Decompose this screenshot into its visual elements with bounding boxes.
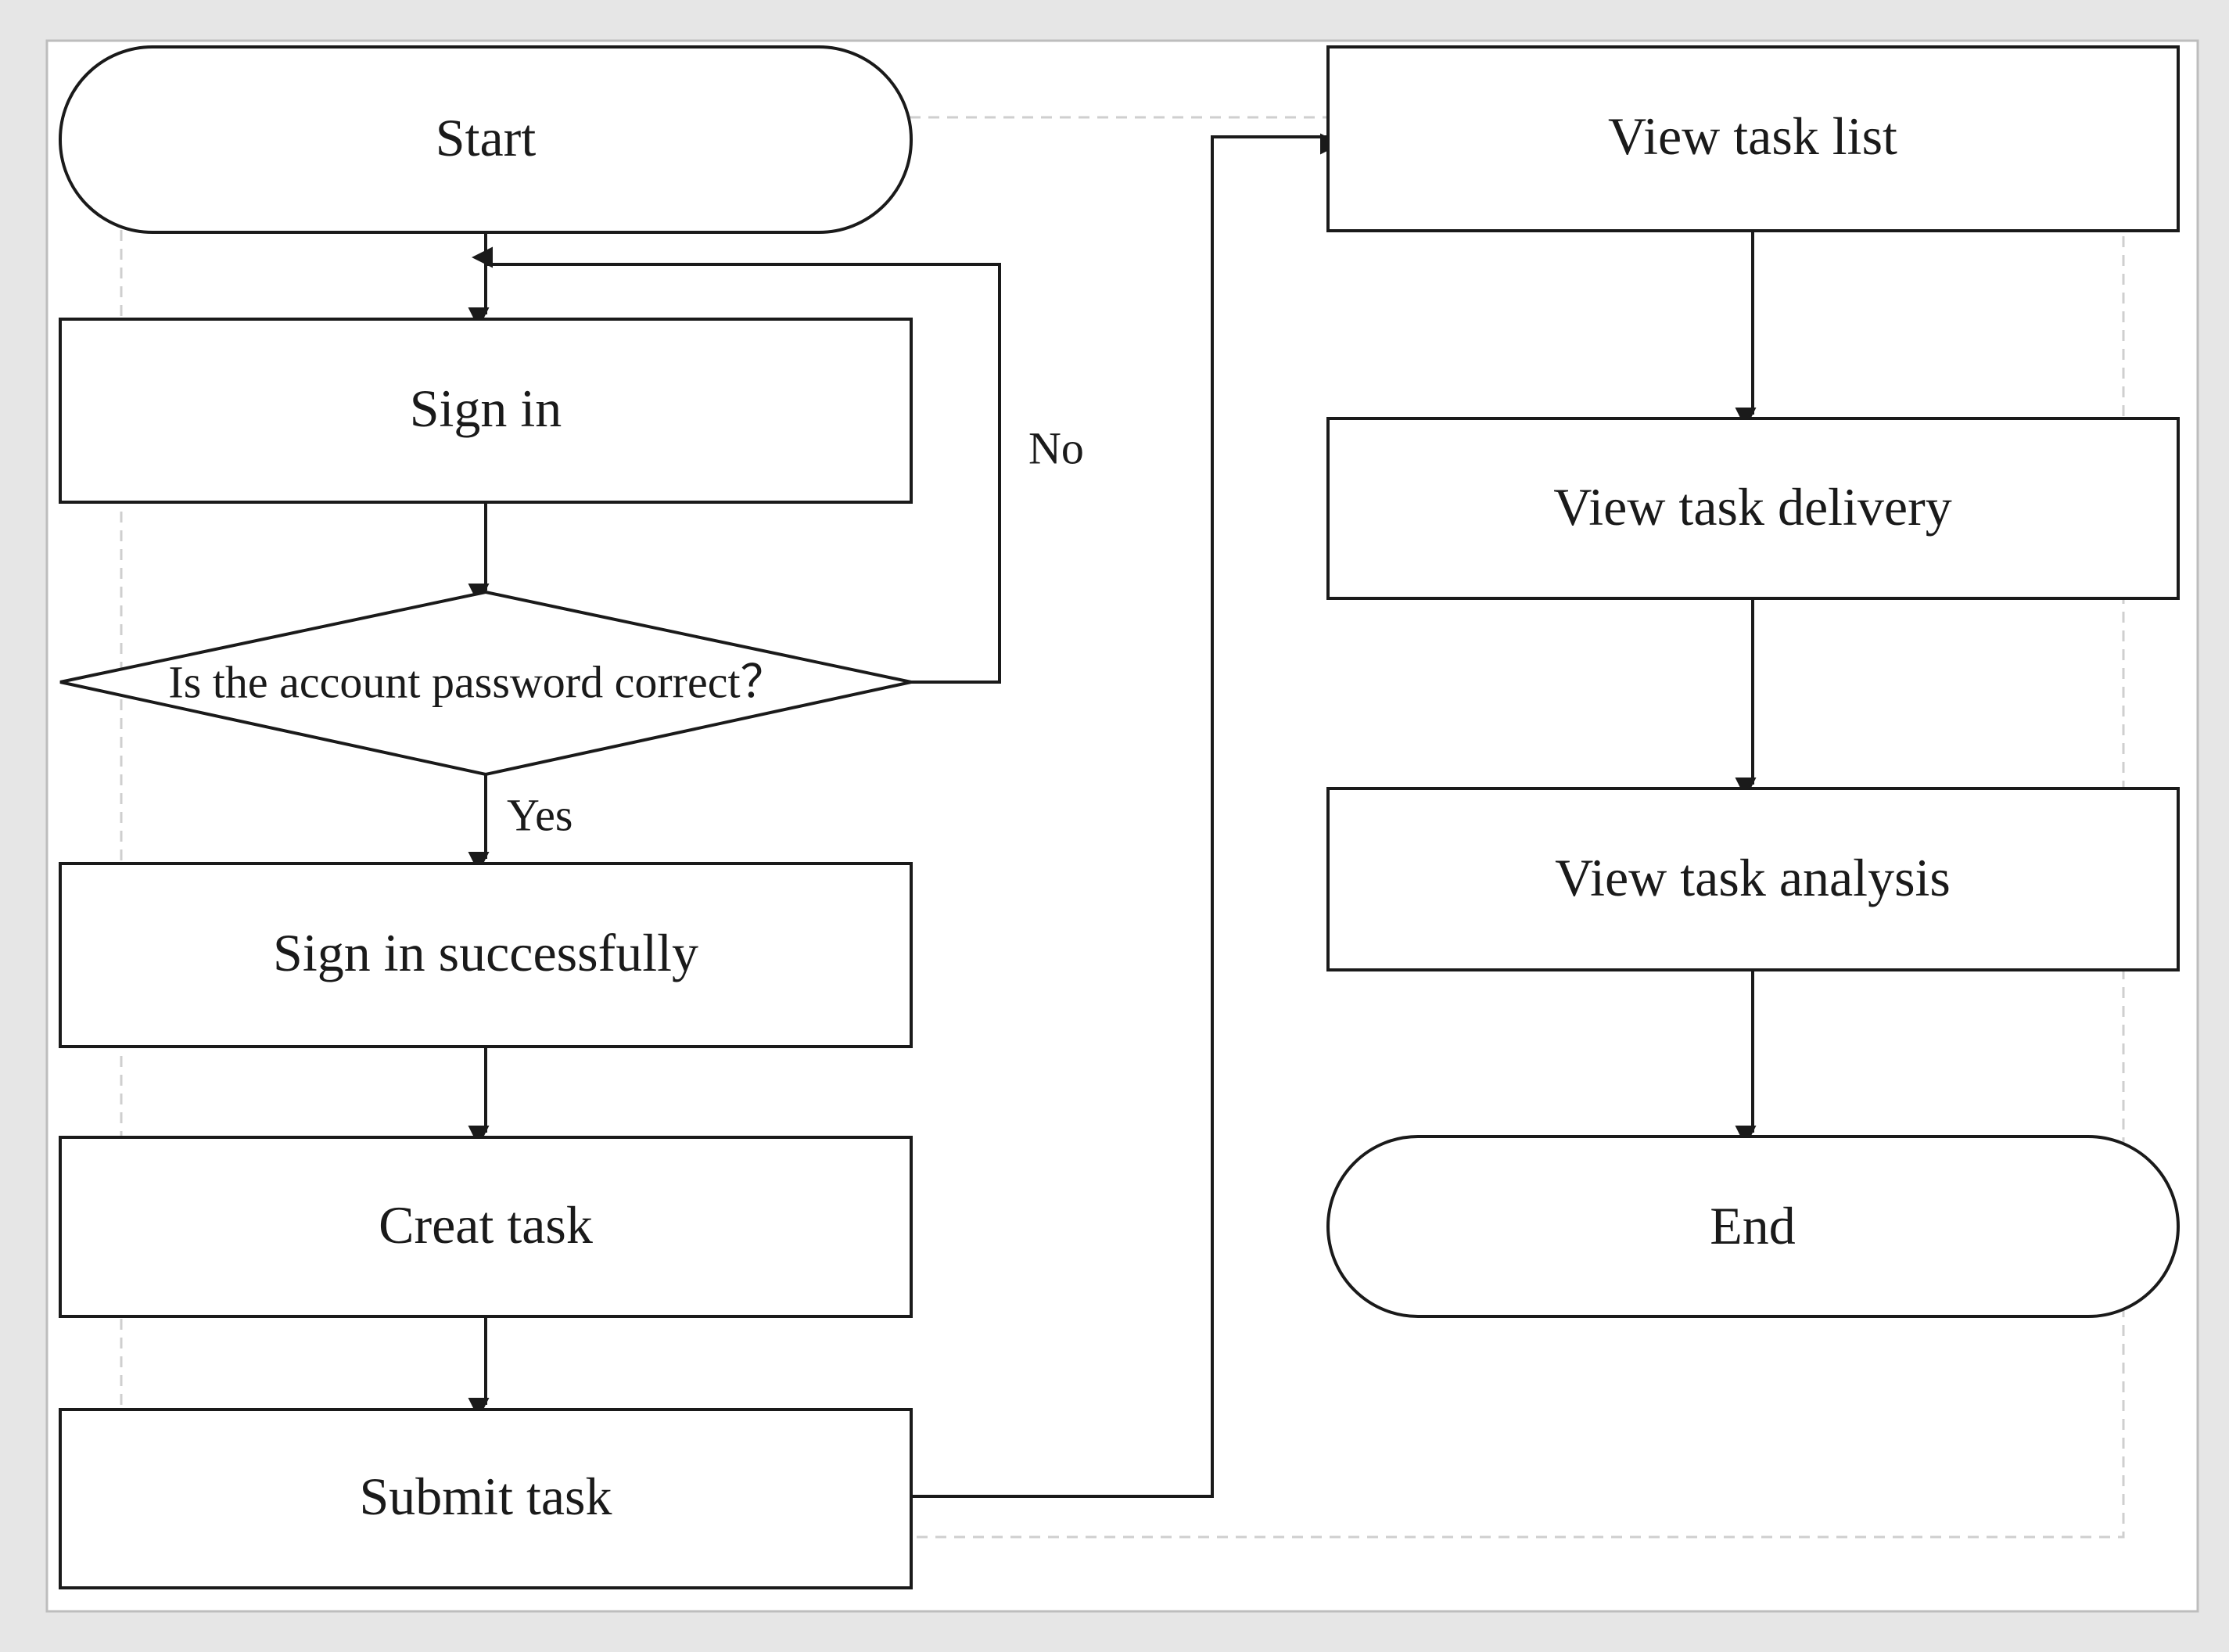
node-view-task-delivery: View task delivery [1326, 417, 2180, 600]
password-check-label: Is the account password correct？ [168, 657, 785, 708]
end-label: End [1710, 1196, 1796, 1255]
create-task-label: Creat task [379, 1195, 593, 1255]
sign-in-success-box [59, 862, 913, 1048]
submit-task-label: Submit task [359, 1467, 612, 1526]
sign-in-success-label: Sign in successfully [273, 923, 698, 982]
start-label: Start [436, 108, 537, 167]
node-end: End [1326, 1135, 2180, 1318]
node-create-task: Creat task [59, 1136, 913, 1318]
create-task-box [59, 1136, 913, 1318]
view-task-delivery-label: View task delivery [1553, 477, 1952, 537]
submit-task-box [59, 1408, 913, 1589]
view-task-delivery-box [1326, 417, 2180, 600]
start-terminal-shape [59, 45, 913, 234]
edge-label-yes: Yes [507, 790, 573, 841]
view-task-list-label: View task list [1608, 106, 1897, 166]
edge-decision-no-loop [472, 246, 1001, 684]
node-submit-task: Submit task [59, 1408, 913, 1589]
node-view-task-analysis: View task analysis [1326, 787, 2180, 971]
view-task-analysis-box [1326, 787, 2180, 971]
node-sign-in-success: Sign in successfully [59, 862, 913, 1048]
edge-label-no: No [1028, 423, 1084, 474]
password-check-diamond [59, 590, 912, 777]
view-task-list-box [1326, 45, 2180, 232]
node-view-task-list: View task list [1326, 45, 2180, 232]
node-password-check: Is the account password correct？ [59, 590, 912, 777]
end-terminal-shape [1326, 1135, 2180, 1318]
edges [468, 133, 1757, 1498]
sign-in-box [59, 318, 913, 504]
sign-in-label: Sign in [410, 379, 562, 438]
node-start: Start [59, 45, 913, 234]
node-sign-in: Sign in [59, 318, 913, 504]
edge-submit-to-viewlist [911, 133, 1341, 1498]
view-task-analysis-label: View task analysis [1555, 848, 1951, 907]
